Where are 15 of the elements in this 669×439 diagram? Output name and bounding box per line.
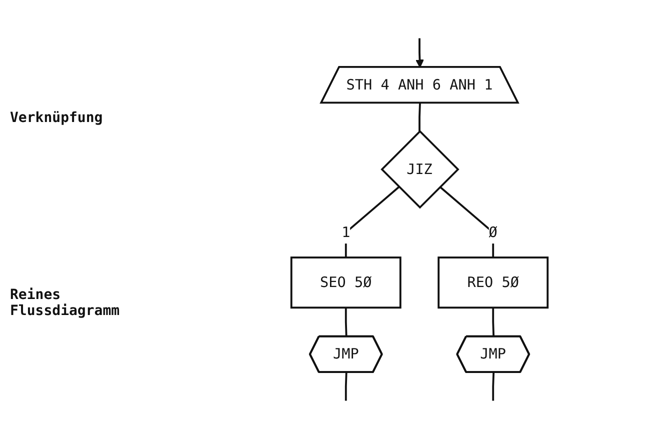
connector (418, 103, 421, 132)
edge-label: Ø (488, 224, 498, 241)
arrow (416, 38, 424, 68)
node-box: SEO 5Ø (290, 256, 402, 309)
connector (344, 372, 348, 401)
connector (439, 186, 494, 258)
connector (344, 308, 348, 337)
connector (492, 308, 495, 337)
edge-label: 1 (342, 224, 350, 241)
bracket-label: Verknüpfung (10, 110, 104, 126)
node-diamond: JIZ (380, 130, 460, 209)
bracket-label: Reines Flussdiagramm (10, 286, 121, 319)
node-box: REO 5Ø (438, 256, 549, 309)
connector (492, 372, 495, 401)
connector (344, 186, 400, 258)
